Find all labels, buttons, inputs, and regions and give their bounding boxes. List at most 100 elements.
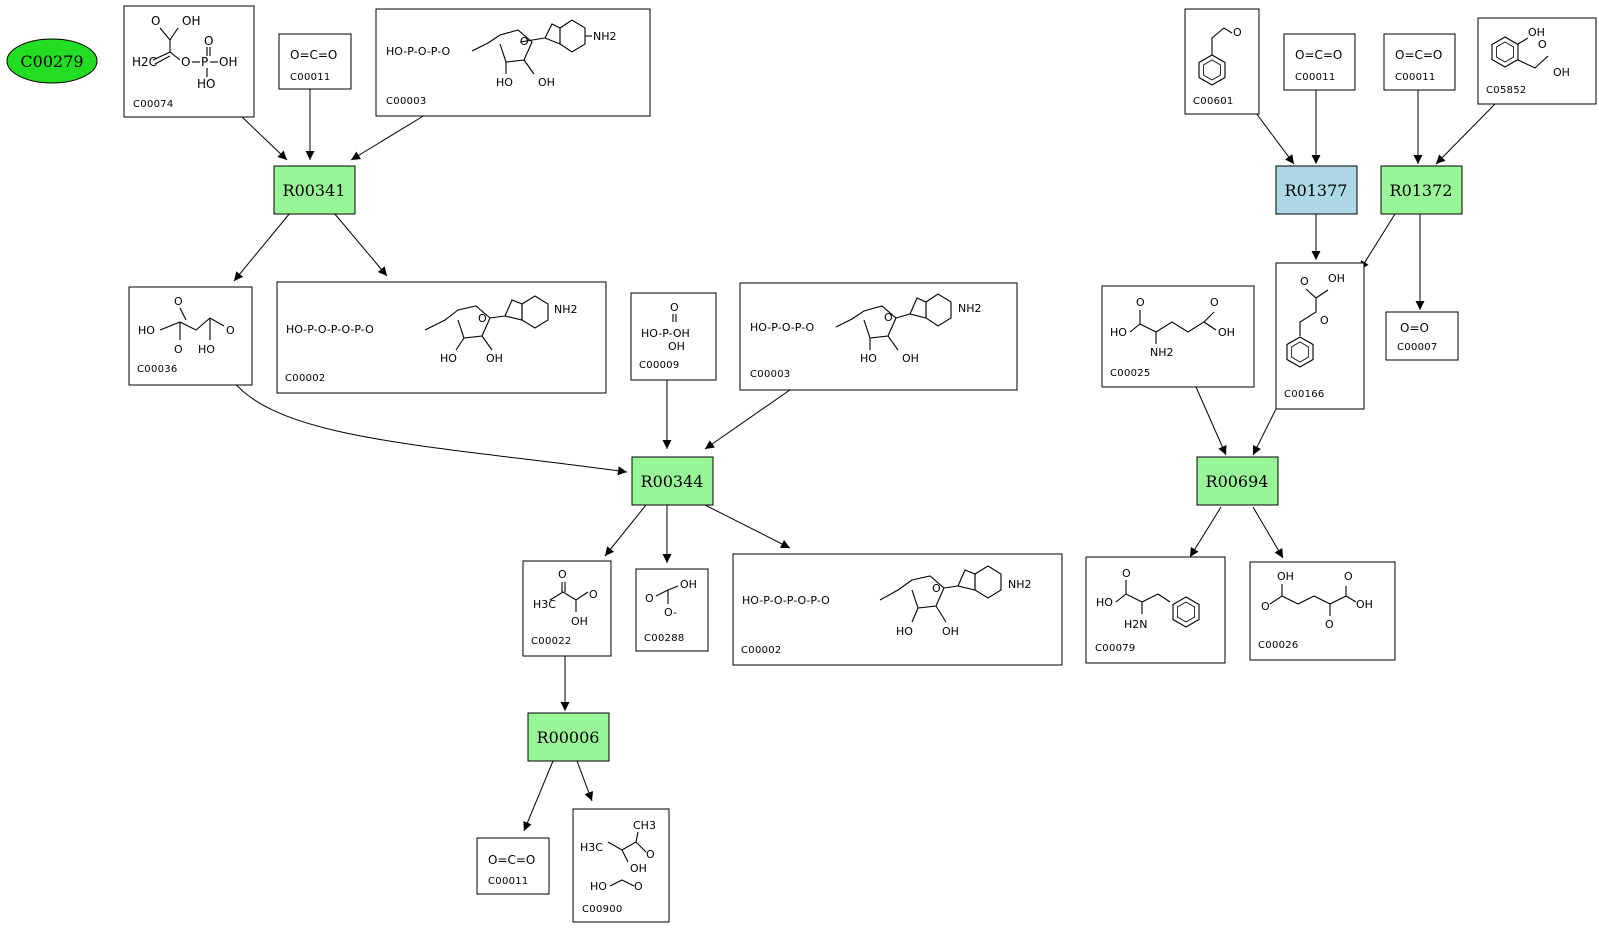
compound-C00007[interactable]: O=O C00007 bbox=[1385, 311, 1459, 361]
reaction-label: R00694 bbox=[1206, 472, 1269, 491]
compound-C00166[interactable]: O OH O C00166 bbox=[1275, 262, 1365, 410]
compound-box bbox=[635, 568, 709, 652]
edge-c00601-r01377 bbox=[1255, 112, 1295, 165]
reaction-label: R01377 bbox=[1285, 181, 1348, 200]
atom-label: O bbox=[204, 34, 213, 48]
atom-label: O bbox=[181, 55, 190, 69]
reaction-R00344[interactable]: R00344 bbox=[631, 456, 714, 506]
atom-label: O bbox=[1300, 275, 1309, 288]
reaction-R00341[interactable]: R00341 bbox=[273, 165, 356, 215]
compound-C00002[interactable]: HO-P-O-P-O-P-O O NH2 HO OH C00002 bbox=[276, 281, 607, 394]
atom-label: H2C bbox=[132, 55, 157, 69]
compound-id: C05852 bbox=[1486, 85, 1527, 96]
compound-C00002[interactable]: HO-P-O-P-O-P-O O NH2 HO OH C00002 bbox=[732, 553, 1063, 666]
atom-label: OH bbox=[1553, 66, 1570, 79]
atom-label: HO bbox=[1096, 596, 1113, 609]
atom-label: O bbox=[1261, 600, 1270, 613]
atom-label: O bbox=[1344, 570, 1353, 583]
atom-label: P bbox=[201, 55, 208, 69]
edge-r01372-c00166 bbox=[1359, 213, 1396, 271]
co2-structure: O=C=O bbox=[290, 48, 337, 62]
reaction-label: R00006 bbox=[537, 728, 600, 747]
compound-box bbox=[1383, 33, 1456, 91]
atom-label: O bbox=[646, 848, 655, 861]
reaction-R01377[interactable]: R01377 bbox=[1275, 165, 1358, 215]
edges bbox=[231, 88, 1496, 832]
atom-label: O bbox=[670, 301, 679, 314]
compound-C00036[interactable]: O HO O O HO C00036 bbox=[128, 286, 253, 386]
compound-C00011[interactable]: O=C=O C00011 bbox=[1383, 33, 1456, 91]
atom-label: O bbox=[645, 592, 654, 605]
atom-label: O bbox=[520, 35, 529, 48]
reaction-R00006[interactable]: R00006 bbox=[527, 712, 610, 762]
atom-label: OH bbox=[1356, 598, 1373, 611]
reaction-label: R00341 bbox=[283, 181, 346, 200]
reaction-R01372[interactable]: R01372 bbox=[1380, 165, 1463, 215]
reaction-box bbox=[1196, 456, 1279, 506]
compound-box bbox=[522, 560, 612, 657]
compound-box bbox=[1385, 311, 1459, 361]
compound-id: C00002 bbox=[741, 645, 782, 656]
compound-box bbox=[1101, 285, 1255, 388]
atom-label: HO bbox=[197, 77, 215, 91]
compound-box bbox=[1477, 17, 1597, 105]
atom-label: NH2 bbox=[593, 30, 617, 43]
atom-label: O- bbox=[664, 606, 677, 619]
atom-label: OH bbox=[1528, 26, 1545, 39]
compound-box bbox=[732, 553, 1063, 666]
legend-node[interactable]: C00279 bbox=[6, 38, 98, 84]
atom-label: OH bbox=[219, 55, 237, 69]
phosphate-chain: HO-P-O-P-O bbox=[750, 321, 814, 334]
edge-c00036-r00344 bbox=[231, 379, 628, 476]
edge-c00003-r00341 bbox=[350, 114, 426, 161]
atom-label: O bbox=[589, 588, 598, 601]
edge-c00166-r00694 bbox=[1252, 408, 1277, 456]
compound-C00601[interactable]: O C00601 bbox=[1184, 8, 1260, 115]
compound-C00011[interactable]: O=C=O C00011 bbox=[476, 837, 550, 895]
compound-C00074[interactable]: O OH H2C O P O OH HO C00074 bbox=[123, 5, 255, 118]
atom-label: HO bbox=[896, 625, 913, 638]
compound-C00900[interactable]: CH3 H3C O OH HO O C00900 bbox=[572, 808, 670, 923]
compound-id: C00009 bbox=[639, 360, 680, 371]
reaction-label: R00344 bbox=[641, 472, 704, 491]
reaction-R00694[interactable]: R00694 bbox=[1196, 456, 1279, 506]
atom-label: O bbox=[1122, 567, 1131, 580]
compound-C00025[interactable]: O O HO OH NH2 C00025 bbox=[1101, 285, 1255, 388]
reaction-box bbox=[631, 456, 714, 506]
edge-r00344-c00002b bbox=[704, 504, 791, 549]
compound-box bbox=[1275, 262, 1365, 410]
legend-label: C00279 bbox=[20, 52, 83, 71]
reaction-box bbox=[1275, 165, 1358, 215]
edge-r00006-c00900 bbox=[576, 760, 594, 802]
compound-id: C00011 bbox=[290, 72, 331, 83]
phosphate-chain: HO-P-O-P-O-P-O bbox=[742, 594, 830, 607]
atom-label: O bbox=[1538, 38, 1547, 51]
compound-box bbox=[123, 5, 255, 118]
phosphate-chain: HO-P-O-P-O bbox=[386, 45, 450, 58]
compound-id: C00022 bbox=[531, 636, 572, 647]
compound-box bbox=[128, 286, 253, 386]
compound-C00011[interactable]: O=C=O C00011 bbox=[278, 33, 352, 90]
co2-structure: O=C=O bbox=[1395, 48, 1442, 62]
atom-label: HO bbox=[1110, 326, 1127, 339]
compound-box bbox=[1085, 556, 1226, 664]
legend-ellipse bbox=[6, 38, 98, 84]
compound-C00026[interactable]: OH O O OH O C00026 bbox=[1249, 561, 1396, 661]
edge-c00003b-r00344 bbox=[704, 384, 798, 450]
atom-label: HO bbox=[138, 324, 155, 337]
reaction-label: R01372 bbox=[1390, 181, 1453, 200]
compound-C05852[interactable]: OH O OH C05852 bbox=[1477, 17, 1597, 105]
compound-C00009[interactable]: O HO-P-OH OH C00009 bbox=[630, 292, 717, 381]
compound-C00288[interactable]: OH O O- C00288 bbox=[635, 568, 709, 652]
compound-C00022[interactable]: O H3C O OH C00022 bbox=[522, 560, 612, 657]
compound-box bbox=[1283, 33, 1356, 91]
compound-C00003[interactable]: HO-P-O-P-O O NH2 HO OH C00003 bbox=[375, 8, 651, 117]
atom-label: O bbox=[174, 343, 183, 356]
atom-label: H3C bbox=[533, 598, 556, 611]
compound-C00003[interactable]: HO-P-O-P-O O NH2 HO OH C00003 bbox=[739, 282, 1018, 391]
compound-C00079[interactable]: O HO H2N C00079 bbox=[1085, 556, 1226, 664]
co2-structure: O=C=O bbox=[488, 853, 535, 867]
atom-label: O bbox=[1210, 296, 1219, 309]
compound-C00011[interactable]: O=C=O C00011 bbox=[1283, 33, 1356, 91]
compound-id: C00288 bbox=[644, 633, 685, 644]
